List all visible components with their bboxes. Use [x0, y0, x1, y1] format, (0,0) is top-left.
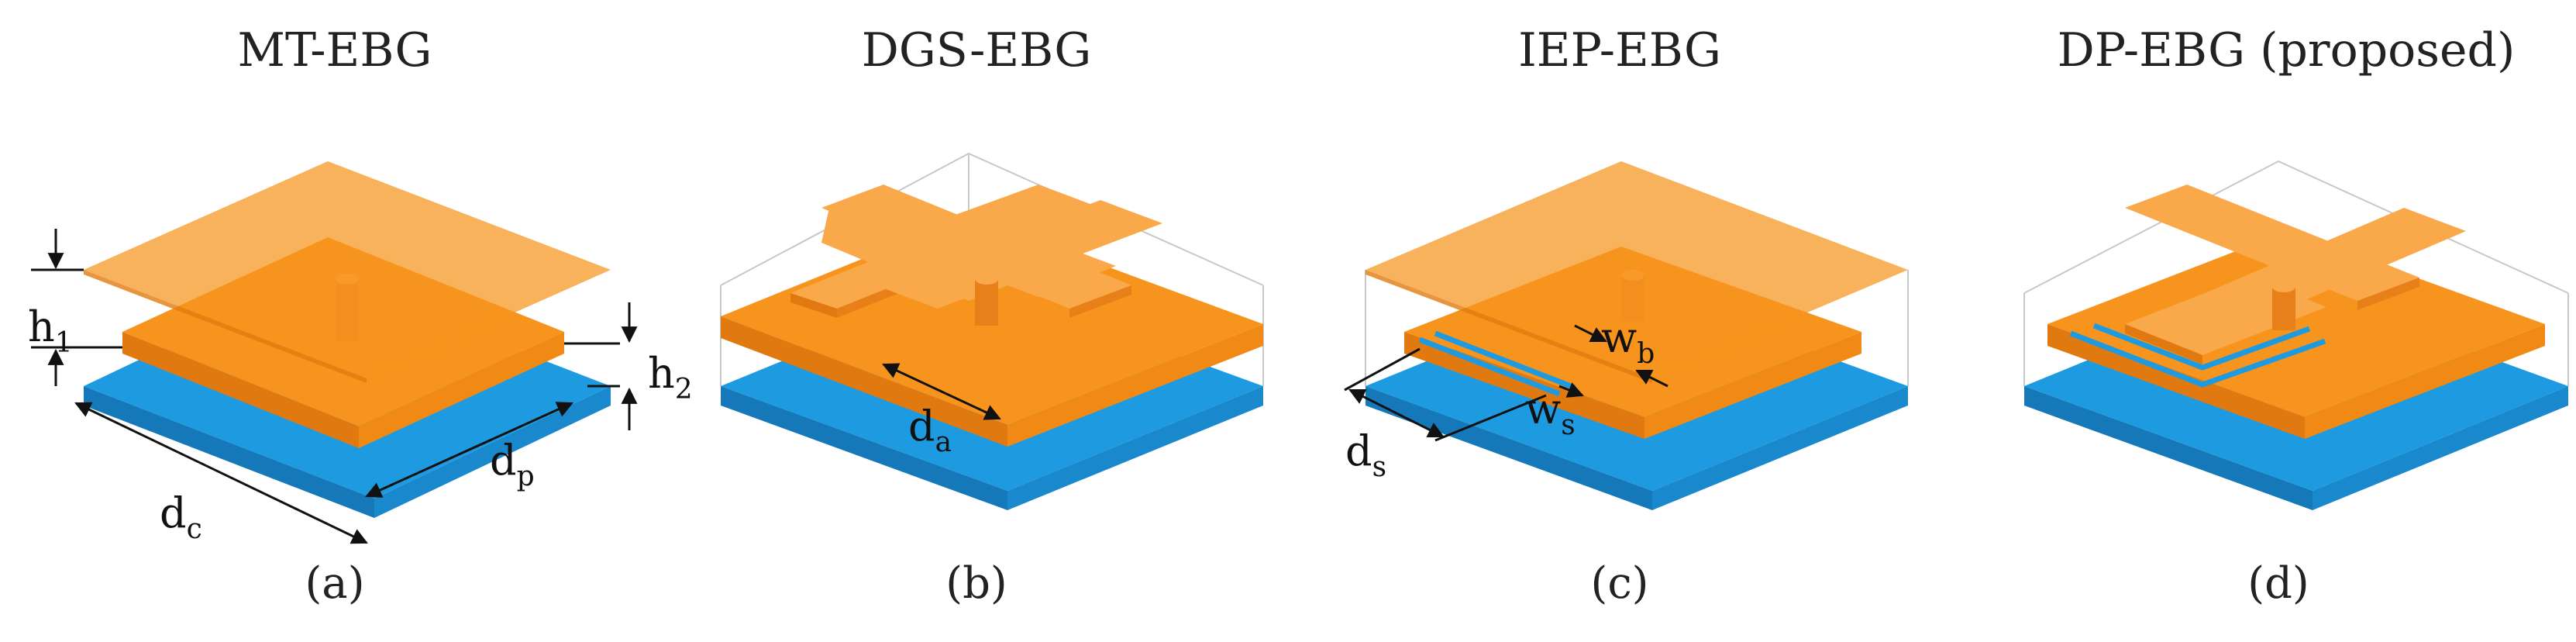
top-layer-a: [84, 161, 611, 378]
svg-text:dp: dp: [490, 436, 535, 492]
label-h2: h: [648, 349, 675, 398]
label-dc: d: [160, 488, 187, 537]
svg-text:h2: h2: [648, 349, 693, 406]
label-h1-sub: 1: [55, 327, 73, 359]
label-dc-sub: c: [187, 513, 202, 545]
label-wb: w: [1601, 313, 1637, 362]
panel-b-drawing: [720, 152, 1264, 510]
label-ds-sub: s: [1372, 451, 1386, 483]
panel-d-drawing: [2023, 160, 2569, 510]
panel-d-title: DP-EBG (proposed): [2057, 23, 2516, 78]
label-ws-sub: s: [1561, 409, 1575, 441]
svg-text:dc: dc: [160, 488, 202, 545]
patch-d: [2047, 231, 2545, 417]
panel-c-caption: (c): [1590, 558, 1649, 609]
label-ws: w: [1525, 385, 1561, 433]
panel-c-title: IEP-EBG: [1518, 23, 1721, 78]
panel-b-caption: (b): [945, 558, 1007, 609]
label-da: d: [908, 402, 935, 450]
svg-text:ds: ds: [1345, 426, 1386, 483]
panel-d-caption: (d): [2247, 558, 2309, 609]
panel-b-title: DGS-EBG: [861, 23, 1092, 78]
label-da-sub: a: [935, 426, 952, 458]
svg-text:h1: h1: [28, 302, 73, 359]
panel-c-drawing: [1365, 161, 1909, 510]
svg-text:ws: ws: [1525, 385, 1576, 441]
via-b: [975, 279, 998, 326]
svg-text:wb: wb: [1601, 313, 1655, 370]
label-ds: d: [1345, 426, 1372, 475]
label-dp-sub: p: [517, 461, 535, 492]
panel-a-caption: (a): [305, 558, 365, 609]
panel-a-title: MT-EBG: [237, 23, 432, 78]
label-h2-sub: 2: [675, 374, 693, 406]
label-h1: h: [28, 302, 55, 351]
top-layer-c: [1365, 161, 1908, 378]
svg-text:da: da: [908, 402, 952, 458]
via-d: [2272, 287, 2295, 330]
label-dp: d: [490, 436, 517, 485]
label-wb-sub: b: [1637, 338, 1655, 370]
